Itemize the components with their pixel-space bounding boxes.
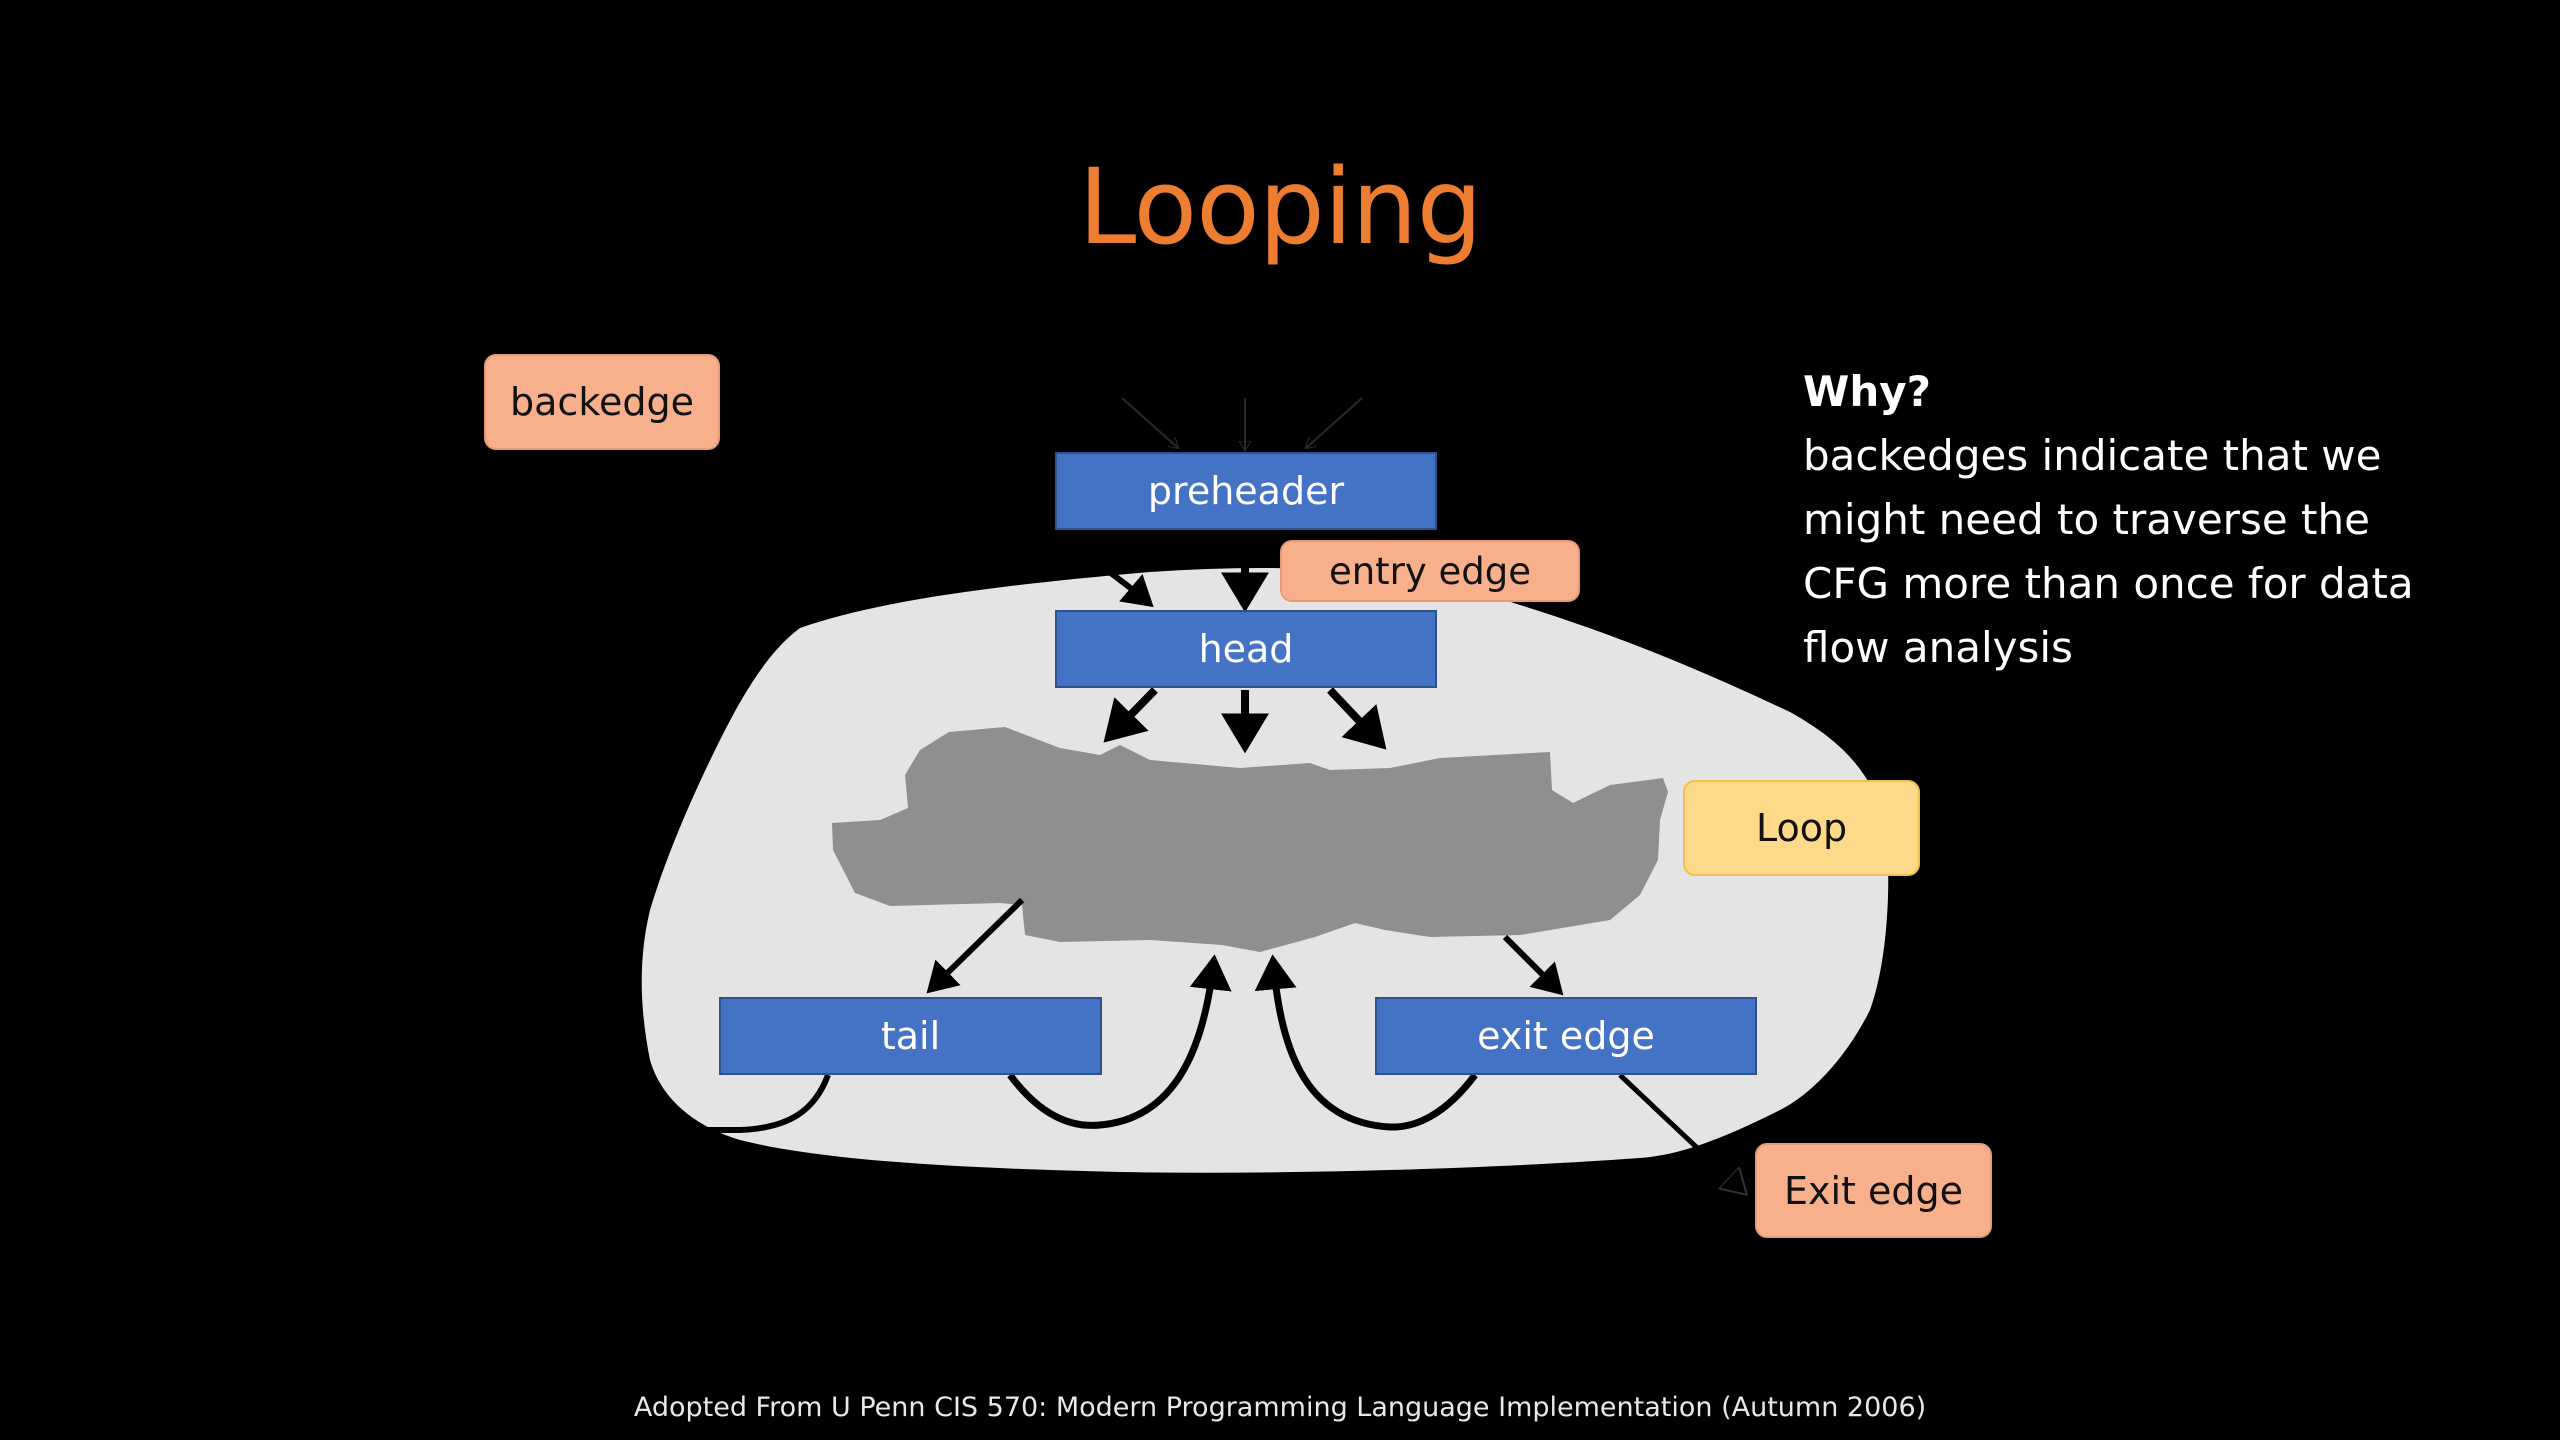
body-to-tail-arrow bbox=[926, 897, 1025, 994]
loop-body bbox=[832, 727, 1668, 952]
head-block: head bbox=[1055, 610, 1437, 688]
why-line: CFG more than once for data bbox=[1803, 559, 2414, 608]
backedge-arrow bbox=[523, 461, 1154, 1133]
backedge-callout: backedge bbox=[484, 354, 720, 450]
entry-edge-callout: entry edge bbox=[1280, 540, 1580, 602]
why-line: backedges indicate that we bbox=[1803, 431, 2382, 480]
tail-block: tail bbox=[719, 997, 1102, 1075]
exit-edge-block: exit edge bbox=[1375, 997, 1757, 1075]
loop-callout: Loop bbox=[1683, 780, 1920, 876]
slide-title: Looping bbox=[1078, 146, 1482, 268]
tail-return-arrow bbox=[1007, 954, 1232, 1129]
body-to-exit-arrow bbox=[1502, 934, 1564, 996]
head-out-arrows bbox=[1103, 687, 1387, 754]
why-explanation: Why? backedges indicate that we might ne… bbox=[1803, 360, 2523, 680]
incoming-arrows bbox=[1121, 397, 1363, 450]
exit-edge-arrow bbox=[1618, 1073, 1745, 1193]
why-line: might need to traverse the bbox=[1803, 495, 2370, 544]
exit-return-arrow bbox=[1254, 954, 1478, 1131]
why-heading: Why? bbox=[1803, 367, 1931, 416]
preheader-block: preheader bbox=[1055, 452, 1437, 530]
source-attribution: Adopted From U Penn CIS 570: Modern Prog… bbox=[633, 1392, 1927, 1423]
exit-edge-callout: Exit edge bbox=[1755, 1143, 1992, 1238]
why-line: flow analysis bbox=[1803, 623, 2073, 672]
